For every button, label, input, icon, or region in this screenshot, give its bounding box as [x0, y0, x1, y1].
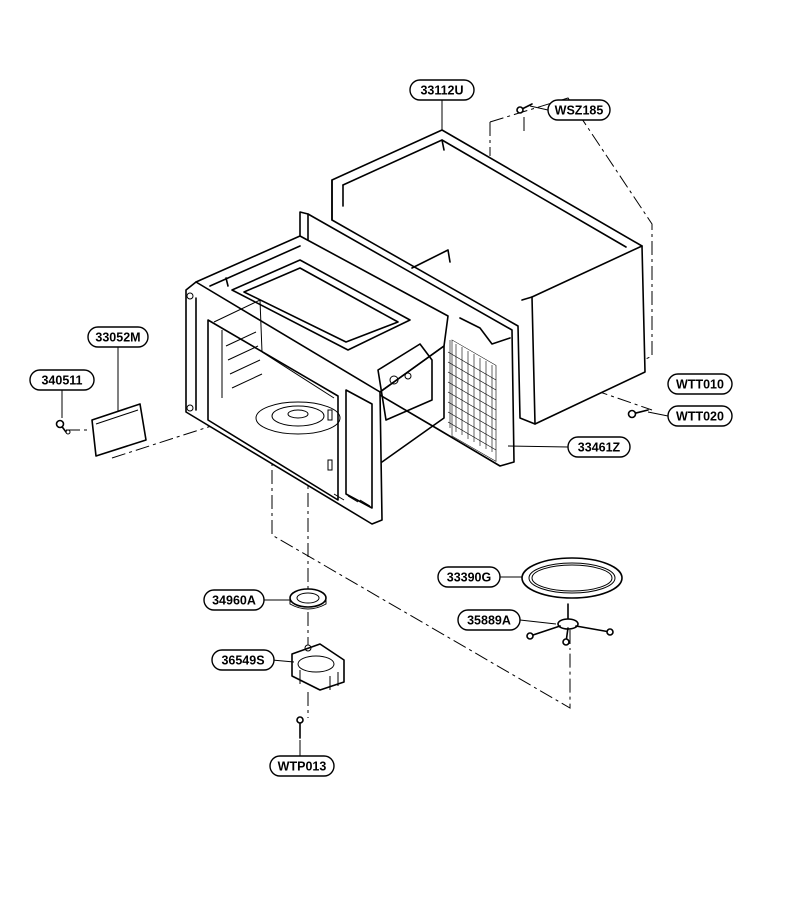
part-tag-screw-motor: WTP013 — [269, 755, 335, 777]
part-tag-roller-guide: 35889A — [457, 609, 521, 631]
part-tag-cover: 33052M — [87, 326, 149, 348]
part-number-label: WSZ185 — [555, 104, 604, 118]
glass-tray-part — [521, 557, 623, 599]
part-number-label: WTP013 — [278, 760, 327, 774]
part-tag-outline — [269, 755, 335, 777]
part-number-label: 35889A — [467, 614, 511, 628]
oven-cavity — [185, 235, 449, 525]
part-tag-outline — [457, 609, 521, 631]
part-number-label: 36549S — [221, 654, 264, 668]
part-tag-screw-side-a: WTT010 — [667, 373, 733, 395]
part-tag-screw-cabinet-top: WSZ185 — [547, 99, 611, 121]
part-tag-screw-side-b: WTT020 — [667, 405, 733, 427]
part-tag-outline — [547, 99, 611, 121]
part-tag-outline — [667, 373, 733, 395]
part-tag-glass-tray: 33390G — [437, 566, 501, 588]
part-tag-back-plate: 33461Z — [567, 436, 631, 458]
part-tag-screw-cover: 340511 — [29, 369, 95, 391]
cover-plate — [91, 403, 147, 457]
cabinet-shell — [331, 129, 646, 425]
part-number-label: 33112U — [420, 84, 463, 98]
part-tag-motor: 36549S — [211, 649, 275, 671]
part-number-label: WTT020 — [676, 410, 724, 424]
part-tag-outline — [87, 326, 149, 348]
part-number-label: 340511 — [41, 374, 82, 388]
screw-icon — [55, 103, 649, 739]
roller-guide-part — [526, 603, 614, 646]
part-tag-outline — [437, 566, 501, 588]
leader-lines — [61, 100, 669, 756]
part-tag-outline — [667, 405, 733, 427]
part-number-label: WTT010 — [676, 378, 724, 392]
part-tag-cabinet: 33112U — [409, 79, 475, 101]
motor-part — [291, 643, 345, 691]
vent-grid — [447, 340, 497, 452]
part-tag-outline — [409, 79, 475, 101]
part-tag-outline — [29, 369, 95, 391]
part-number-label: 33390G — [447, 571, 491, 585]
part-number-label: 33461Z — [578, 441, 621, 455]
part-tag-outline — [203, 589, 265, 611]
part-number-label: 33052M — [95, 331, 140, 345]
part-tag-outline — [567, 436, 631, 458]
part-tag-outline — [211, 649, 275, 671]
part-number-label: 34960A — [212, 594, 256, 608]
coupler-part — [289, 588, 327, 610]
part-tag-coupler: 34960A — [203, 589, 265, 611]
